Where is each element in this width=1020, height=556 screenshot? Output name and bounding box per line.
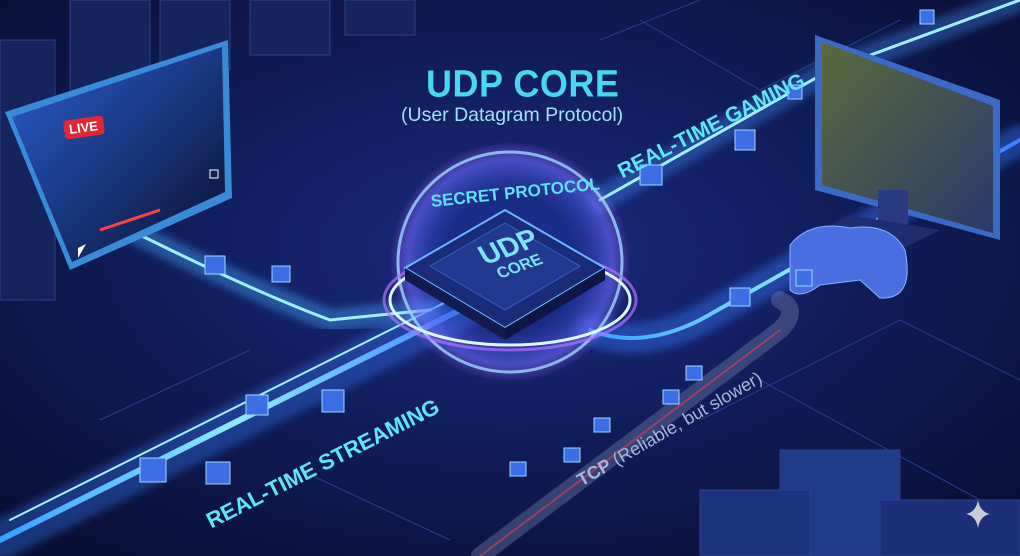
lightning-packets [139,9,935,485]
fullscreen-icon [209,169,219,179]
page-title: UDP CORE [426,61,620,105]
sparkle-icon [966,500,990,528]
udp-core-chip [403,208,607,340]
play-icon [78,244,86,258]
circuit-lines [99,0,1020,541]
streaming-monitor [5,40,232,270]
subtitle: (User Datagram Protocol) [401,104,624,126]
gamepad-icon [789,225,908,299]
